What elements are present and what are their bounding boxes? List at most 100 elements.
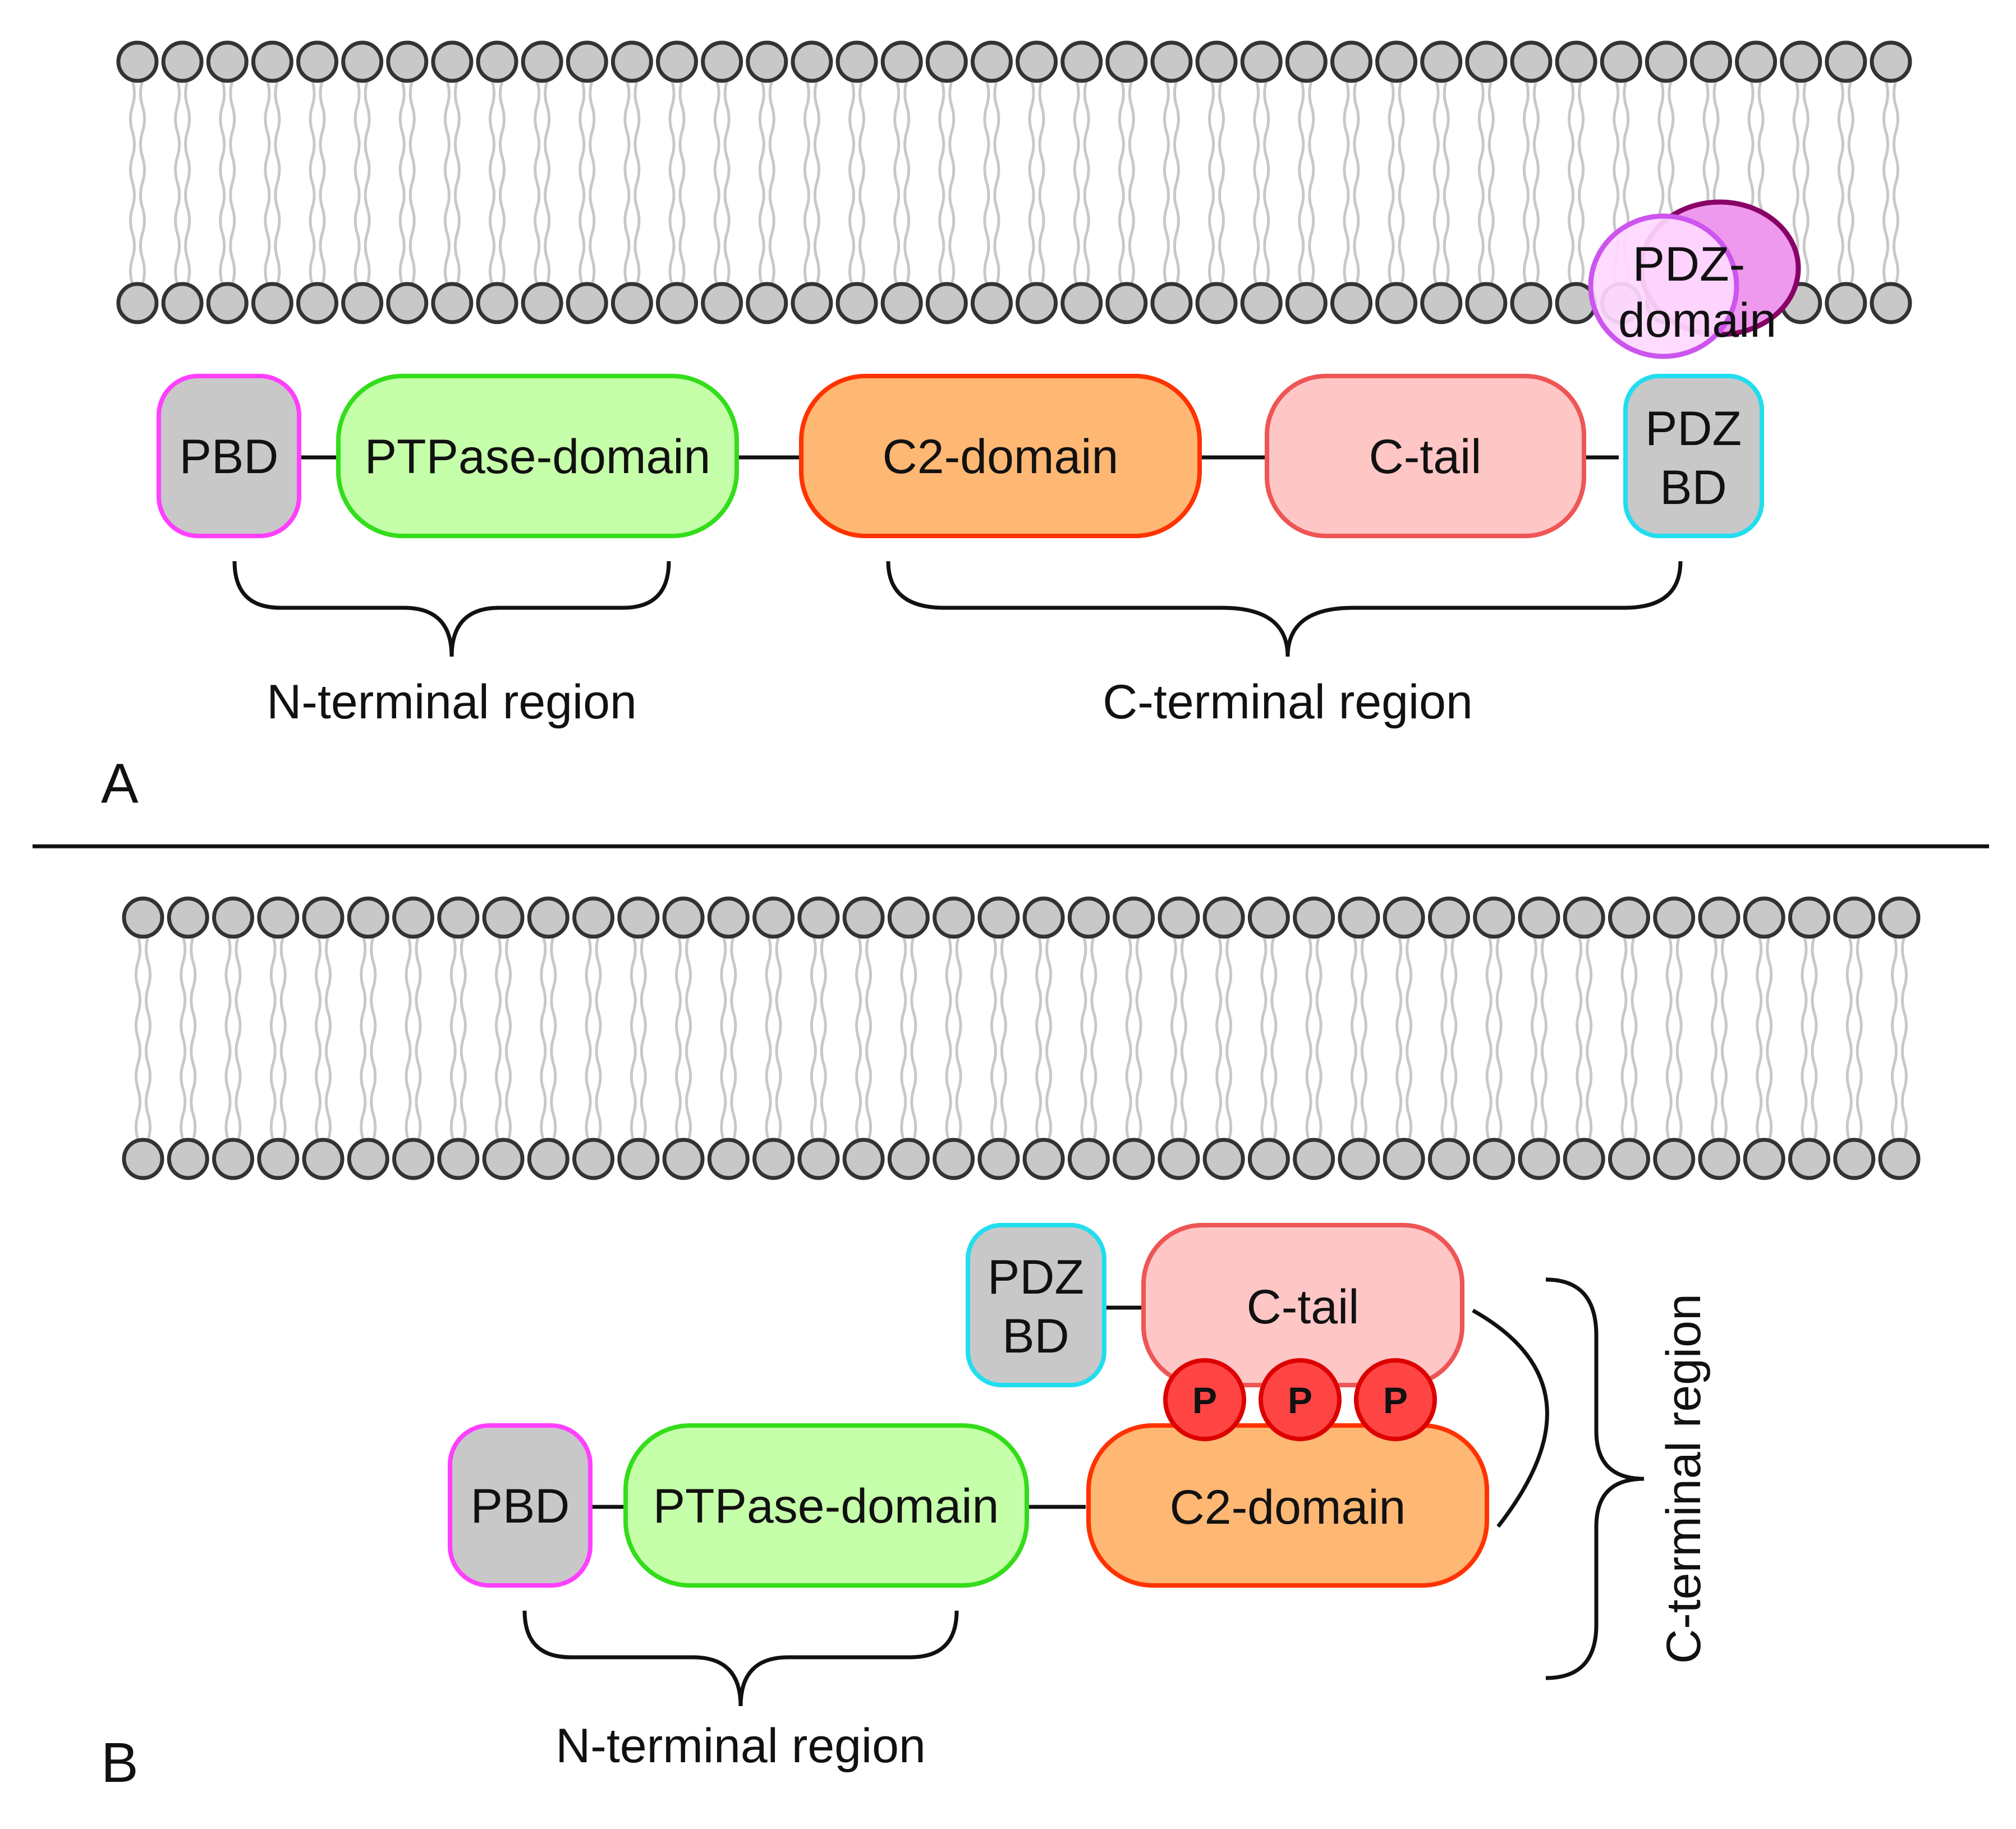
membrane-b-lipid-head-outer — [302, 896, 345, 939]
membrane-b-lipid-head-inner — [1067, 1138, 1110, 1180]
membrane-b-lipid-head-outer — [167, 896, 209, 939]
membrane-a-lipid-tail — [544, 80, 551, 285]
membrane-b-lipid-head-outer — [482, 896, 525, 939]
membrane-a-lipid-tail — [848, 80, 856, 285]
membrane-a-lipid-head-inner — [341, 282, 384, 324]
membrane-a-lipid-head-outer — [1060, 40, 1103, 83]
membrane-a-lipid-tail — [1487, 80, 1495, 285]
membrane-b-lipid-tail — [1720, 936, 1728, 1140]
membrane-b-lipid-head-inner — [707, 1138, 750, 1180]
membrane-a-lipid-head-outer — [610, 40, 653, 83]
membrane-a-lipid-head-outer — [1645, 40, 1687, 83]
membrane-b-lipid-head-inner — [1518, 1138, 1560, 1180]
pdzbd-domain-a: PDZ BD — [1623, 374, 1764, 538]
membrane-a-lipid-head-outer — [1689, 40, 1732, 83]
membrane-b-lipid-head-outer — [662, 896, 705, 939]
pdzbd-label-a-line1: PDZ — [1645, 402, 1742, 456]
membrane-b-lipid-head-inner — [797, 1138, 840, 1180]
membrane-b-lipid-tail — [1360, 936, 1367, 1140]
membrane-b-lipid-head-outer — [977, 896, 1020, 939]
membrane-b-lipid-head-outer — [437, 896, 480, 939]
membrane-a-lipid-tail — [264, 80, 271, 285]
membrane-a-lipid-tail — [1802, 80, 1810, 285]
membrane-b-lipid-head-inner — [572, 1138, 615, 1180]
membrane-b-lipid-head-outer — [122, 896, 164, 939]
membrane-b-lipid-tail — [945, 936, 952, 1140]
membrane-b-lipid-tail — [910, 936, 917, 1140]
membrane-b-lipid-head-inner — [302, 1138, 345, 1180]
n-terminal-label-b: N-terminal region — [555, 1719, 926, 1773]
membrane-a-lipid-head-outer — [476, 40, 518, 83]
membrane-b-lipid-tail — [1576, 936, 1583, 1140]
membrane-a-lipid-tail — [578, 80, 586, 285]
membrane-a-lipid-head-outer — [1510, 40, 1553, 83]
membrane-a-lipid-tail — [1882, 80, 1889, 285]
membrane-b-lipid-head-outer — [1427, 896, 1470, 939]
membrane-a-lipid-head-outer — [1195, 40, 1238, 83]
pdz-domain-partner: PDZ- domain — [1588, 199, 1801, 359]
membrane-b-lipid-head-inner — [887, 1138, 930, 1180]
membrane-b-lipid-tail — [1901, 936, 1908, 1140]
membrane-a-lipid-tail — [1432, 80, 1440, 285]
membrane-a-lipid-tail — [758, 80, 765, 285]
membrane-b-lipid-head-inner — [1247, 1138, 1290, 1180]
membrane-a-lipid-tail — [1173, 80, 1180, 285]
membrane-a-lipid-head-inner — [1375, 282, 1418, 324]
membrane-a-lipid-tail — [309, 80, 316, 285]
membrane-b-lipid-tail — [1180, 936, 1187, 1140]
membrane-b-lipid-tail — [730, 936, 737, 1140]
pdzbd-label-b-line2: BD — [1002, 1309, 1069, 1363]
membrane-a-lipid-tail — [668, 80, 676, 285]
membrane-b-lipid-tail — [955, 936, 962, 1140]
membrane-a-lipid-head-outer — [251, 40, 293, 83]
pbd-label-a: PBD — [180, 430, 279, 484]
membrane-a-lipid-head-inner — [1330, 282, 1372, 324]
membrane-a-lipid-tail — [678, 80, 686, 285]
membrane-a-lipid-head-outer — [925, 40, 968, 83]
membrane-a-lipid-head-inner — [206, 282, 249, 324]
membrane-a-lipid-tail — [1568, 80, 1575, 285]
membrane-b-lipid-tail — [315, 936, 322, 1140]
membrane-b-lipid-head-inner — [437, 1138, 480, 1180]
membrane-b-lipid-head-inner — [167, 1138, 209, 1180]
membrane-a-lipid-head-inner — [1060, 282, 1103, 324]
phosphate-label-1: P — [1192, 1379, 1217, 1421]
membrane-b-lipid-head-outer — [1563, 896, 1605, 939]
membrane-b-lipid-head-inner — [392, 1138, 435, 1180]
ptpase-domain-a: PTPase-domain — [336, 374, 739, 538]
membrane-b-lipid-head-outer — [797, 896, 840, 939]
membrane-a-lipid-head-outer — [431, 40, 474, 83]
membrane-a-lipid-tail — [589, 80, 596, 285]
membrane-a-lipid-head-inner — [386, 282, 429, 324]
membrane-b-lipid-tail — [325, 936, 332, 1140]
membrane-a-lipid-tail — [408, 80, 416, 285]
membrane-b-lipid-tail — [370, 936, 377, 1140]
membrane-b-lipid-tail — [1270, 936, 1278, 1140]
membrane-b-lipid-tail — [145, 936, 151, 1140]
membrane-b-lipid-head-inner — [842, 1138, 885, 1180]
membrane-a-lipid-head-outer — [1240, 40, 1283, 83]
pbd-domain-a: PBD — [157, 374, 301, 538]
membrane-a-lipid-tail — [1893, 80, 1899, 285]
membrane-a-lipid-tail — [489, 80, 496, 285]
panel-label-a: A — [101, 752, 139, 815]
c2-domain-b: C2-domain — [1086, 1423, 1489, 1588]
membrane-b-lipid-tail — [1801, 936, 1808, 1140]
membrane-b-lipid-tail — [1811, 936, 1818, 1140]
membrane-b-lipid-tail — [135, 936, 141, 1140]
pdz-domain-label-line2: domain — [1618, 294, 1776, 347]
membrane-a-lipid-tail — [139, 80, 146, 285]
phosphate-3: P — [1354, 1358, 1437, 1441]
membrane-b-lipid-head-outer — [617, 896, 660, 939]
membrane-b-lipid-tail — [279, 936, 287, 1140]
membrane-b-lipid-head-outer — [933, 896, 975, 939]
membrane-a-lipid-tail — [174, 80, 181, 285]
membrane-a-lipid-head-outer — [116, 40, 159, 83]
membrane-b-lipid-tail — [775, 936, 782, 1140]
membrane-b-lipid-head-outer — [347, 896, 389, 939]
c2-domain-a: C2-domain — [799, 374, 1202, 538]
membrane-b-lipid-tail — [1350, 936, 1357, 1140]
membrane-a-lipid-head-inner — [656, 282, 699, 324]
phosphate-1: P — [1163, 1358, 1246, 1441]
membrane-b-lipid-tail — [720, 936, 727, 1140]
